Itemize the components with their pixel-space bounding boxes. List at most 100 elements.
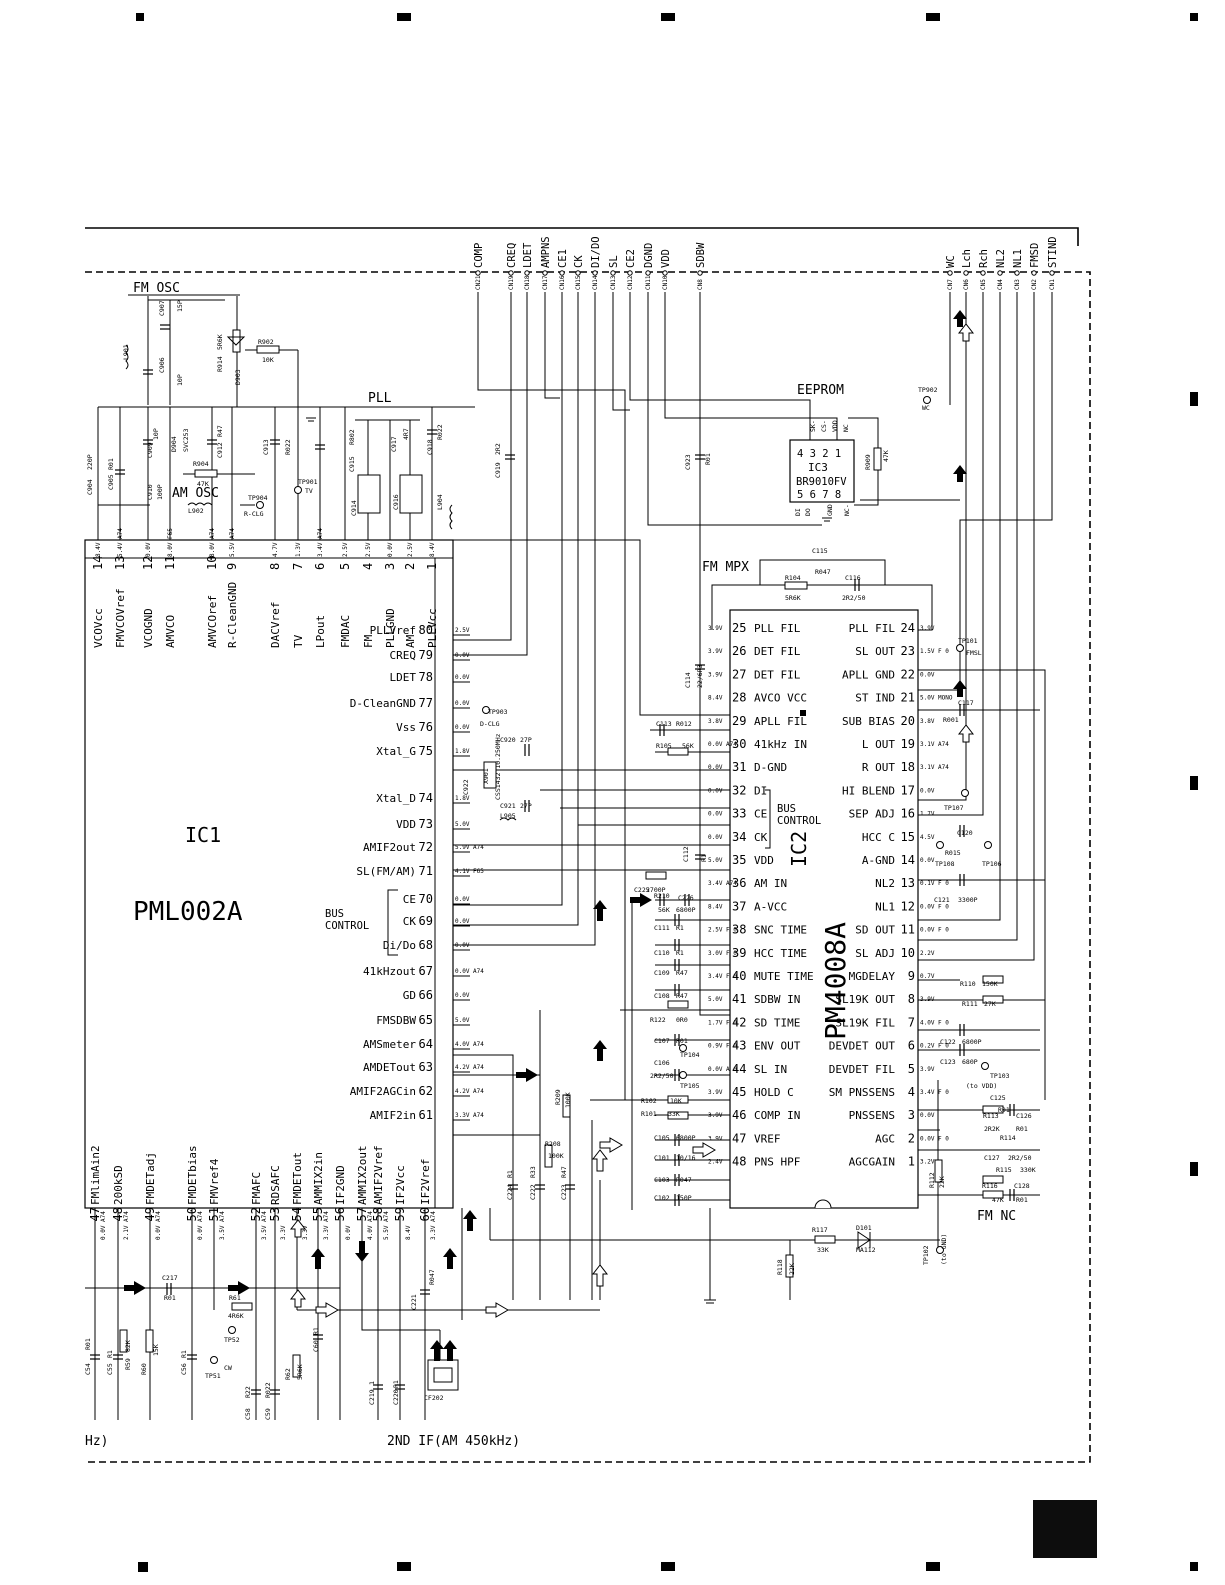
ic2-pin-right-num: 23 <box>901 644 915 658</box>
ic2-pin-left-voltage: 5.0V <box>708 996 723 1003</box>
connector-ref: CN2 <box>1031 279 1038 290</box>
component-label: C101 <box>654 1154 670 1162</box>
ic2-pin-left-num: 42 <box>732 1015 746 1029</box>
hz-label: Hz) <box>85 1434 108 1449</box>
ic2-pin-right-num: 4 <box>908 1085 915 1099</box>
ic2-pin-right-num: 8 <box>908 992 915 1006</box>
ic2-pin-left-label: VREF <box>754 1132 781 1145</box>
ic1-pin-bottom-voltage: 8.4V <box>405 1225 412 1240</box>
connector-pin <box>980 270 986 276</box>
connector-signal-label: SL <box>608 255 620 268</box>
wiring <box>85 292 1053 1420</box>
am-osc-label: AM OSC <box>172 486 219 501</box>
ic1-pin-right-voltage: 0.0V <box>455 674 470 681</box>
component-label: TP904 <box>248 494 268 502</box>
ic2-pin-left-label: SNC TIME <box>754 924 807 937</box>
connector-group-left: COMPCN21CREQCN19LDETCN18AMPNSCN17CE1CN16… <box>473 236 707 290</box>
component-label: R209 <box>554 1089 562 1105</box>
ic2-pin-right-label: A-GND <box>862 854 895 867</box>
component-label: R111 <box>962 1000 978 1008</box>
connector-signal-label: DI/DO <box>590 236 602 268</box>
ic1-pin-right-label: PLLVref <box>370 624 416 637</box>
component-label: L904 <box>436 494 444 510</box>
connector-pin <box>542 270 548 276</box>
svg-text:NC: NC <box>842 424 850 432</box>
connector-pin <box>947 270 953 276</box>
ic2-pin-right-num: 19 <box>901 737 915 751</box>
connector-ref: CN5 <box>980 279 987 290</box>
ic2-pin-right-label: ST IND <box>855 692 895 705</box>
connector-ref: CN4 <box>997 279 1004 290</box>
ic2-pin-right-voltage: 2.2V <box>920 950 935 957</box>
ic1-pin-right-label: LDET <box>390 671 417 684</box>
ic1-pin-right-num: 69 <box>419 914 433 928</box>
ic1-pin-top-num: 3 <box>383 563 397 570</box>
component-label: R01 <box>998 1106 1010 1114</box>
ic3-ref: IC3 <box>808 461 828 474</box>
ic1-pin-top-num: 9 <box>225 563 239 570</box>
connector-ref: CN6 <box>963 279 970 290</box>
ic2-pin-right-label: AGCGAIN <box>849 1156 895 1169</box>
ic1-pin-bottom-label: FMAFC <box>250 1172 263 1205</box>
ic2-pin-right-voltage: 0.0V F 0 <box>920 903 949 910</box>
component-label: 22/6R3 <box>696 664 704 688</box>
ic1-pin-right-voltage: 2.5V <box>455 627 470 634</box>
component-label: SVC253 <box>182 428 190 452</box>
component-label: C906 <box>158 357 166 373</box>
ic1-pin-right-label: AMDETout <box>363 1061 416 1074</box>
component-label: R802 <box>348 429 356 445</box>
connector-ref: CN13 <box>610 275 617 290</box>
component-label: C221 <box>410 1294 418 1310</box>
component-label: 47K <box>882 450 890 462</box>
component-label: 56K <box>682 742 694 750</box>
component-label: R62 <box>284 1368 292 1380</box>
component-label: 27K <box>984 1000 996 1008</box>
ic2-pin-right-voltage: 1.7V <box>920 811 935 818</box>
component-label: 2R2/50 <box>1008 1154 1032 1162</box>
ic2-pin-left-label: APLL FIL <box>754 715 807 728</box>
ic1-pin-right-label: CE <box>403 893 416 906</box>
ic2-pin-right-num: 7 <box>908 1015 915 1029</box>
ic2-pin-left-num: 29 <box>732 714 746 728</box>
component-label: 150P <box>676 1194 692 1202</box>
ic1-pin-top-voltage: 0.0V <box>145 542 152 557</box>
component-label: TP51 <box>205 1372 221 1380</box>
component-label: R47 <box>676 992 688 1000</box>
ic2-pin-left-voltage: 8.4V <box>708 695 723 702</box>
ic2-pin-right-label: NL2 <box>875 877 895 890</box>
ic1-pin-bottom-voltage: 0.0V <box>345 1225 352 1240</box>
component-label: R47 <box>216 425 224 437</box>
component-label: C106 <box>654 1059 670 1067</box>
ic1-pin-right-label: Vss <box>396 721 416 734</box>
component-label: 4R7 <box>402 428 410 440</box>
ic2-pin-right-voltage: 0.2V F 0 <box>920 1043 949 1050</box>
ic2-pin-left-label: D-GND <box>754 761 787 774</box>
ic1-pin-top-label: PLLGND <box>384 608 397 648</box>
component-label: 6800P <box>676 1134 696 1142</box>
ic1-pin-top-label: R-CleanGND <box>226 582 239 648</box>
ic3-pin-nums-top: 4 3 2 1 <box>797 448 841 460</box>
ic2-pin-left-voltage: 3.9V <box>708 1135 723 1142</box>
ic2-pin-left-num: 27 <box>732 667 746 681</box>
component-label: R118 <box>776 1259 784 1275</box>
ic2-pin-left-label: HOLD C <box>754 1086 794 1099</box>
connector-signal-label: DGND <box>643 243 655 268</box>
ic1-pin-bottom-voltage: 3.5V A74 <box>261 1211 268 1240</box>
ic2-pin-right-voltage: 0.0V <box>920 1112 935 1119</box>
ic1-pin-bottom-voltage: 3.3V A74 <box>323 1211 330 1240</box>
ic3-pin-nums-bottom: 5 6 7 8 <box>797 489 841 501</box>
connector-pin <box>627 270 633 276</box>
ic1-pin-top-voltage: 5.4V A74 <box>117 528 124 557</box>
component-label: 100K <box>548 1152 564 1160</box>
ic2-pin-left-voltage: 2.4V <box>708 1159 723 1166</box>
component-label: TV <box>305 487 313 495</box>
connector-signal-label: Rch <box>978 249 990 268</box>
ic1-pin-top-voltage: 2.5V <box>365 542 372 557</box>
component-label: C917 <box>390 436 398 452</box>
component-label: 5R6K <box>785 594 801 602</box>
ic1-pin-right-voltage: 4.0V A74 <box>455 1041 484 1048</box>
component-label: 680P <box>962 1058 978 1066</box>
component-label: R902 <box>258 338 274 346</box>
component-label: TP901 <box>298 478 318 486</box>
